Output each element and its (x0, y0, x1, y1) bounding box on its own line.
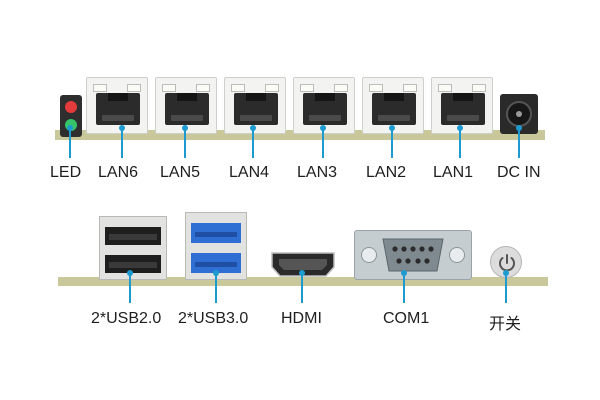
usb2-slot-top (105, 227, 161, 245)
lan2-leader (391, 128, 393, 158)
usb3-slot-top (191, 223, 241, 243)
hdmi-label: HDMI (281, 310, 322, 327)
lan3-label: LAN3 (297, 164, 338, 181)
lan6-port (86, 77, 148, 134)
lan5-leader (184, 128, 186, 158)
com1-screw-right-icon (449, 247, 465, 263)
dc-in-label: DC IN (497, 164, 541, 181)
lan5-label: LAN5 (160, 164, 201, 181)
usb3-slot-bottom (191, 253, 241, 273)
usb2-label: 2*USB2.0 (91, 310, 162, 327)
lan3-port (293, 77, 355, 134)
bottom-board-strip (58, 277, 548, 286)
com1-leader (403, 273, 405, 303)
power-switch-leader (505, 273, 507, 303)
top-board-strip (55, 130, 545, 140)
led-leader (69, 128, 71, 158)
lan2-label: LAN2 (366, 164, 407, 181)
usb2-slot-bottom (105, 255, 161, 273)
lan5-port (155, 77, 217, 134)
lan2-port (362, 77, 424, 134)
led-indicator (60, 95, 82, 137)
usb3-label: 2*USB3.0 (178, 310, 249, 327)
hdmi-shape-icon (271, 252, 335, 277)
lan4-label: LAN4 (229, 164, 270, 181)
hdmi-port (270, 251, 336, 278)
red-led-icon (65, 101, 77, 113)
power-switch-label: 开关 (489, 316, 522, 333)
lan1-port (431, 77, 493, 134)
usb2-leader (129, 273, 131, 303)
lan3-leader (322, 128, 324, 158)
lan4-port (224, 77, 286, 134)
com1-screw-left-icon (361, 247, 377, 263)
lan4-leader (252, 128, 254, 158)
hdmi-leader (301, 273, 303, 303)
com1-port (354, 230, 472, 280)
lan1-leader (459, 128, 461, 158)
com1-label: COM1 (383, 310, 430, 327)
usb3-port (185, 212, 247, 280)
usb2-port (99, 216, 167, 280)
dc-in-leader (518, 128, 520, 158)
com1-dsub-icon (382, 238, 444, 272)
lan1-label: LAN1 (433, 164, 474, 181)
lan6-label: LAN6 (98, 164, 139, 181)
usb3-leader (215, 273, 217, 303)
dc-jack-pin-icon (516, 111, 522, 117)
led-label: LED (50, 164, 82, 181)
lan6-leader (121, 128, 123, 158)
